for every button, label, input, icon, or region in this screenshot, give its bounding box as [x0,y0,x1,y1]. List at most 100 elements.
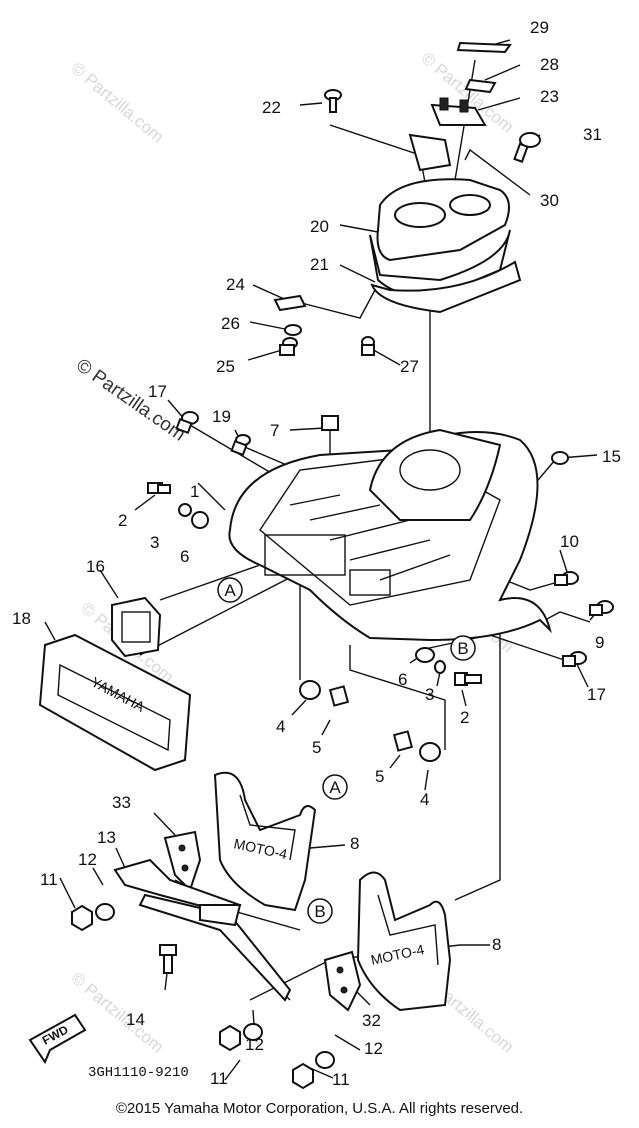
front-fender [228,428,552,642]
diagram-code: 3GH1110-9210 [88,1065,189,1081]
callout-7: 7 [270,421,279,440]
callout-12b: 12 [245,1035,264,1054]
screw-27 [361,336,375,356]
nut-11c [292,1062,314,1090]
callout-5b: 5 [375,767,384,786]
ref-markers: A B A B [217,577,476,924]
watermark-dark: © Partzilla.com [72,355,189,446]
bolt-19 [230,434,251,457]
callout-21: 21 [310,255,329,274]
ref-marker-a2: A [322,774,348,800]
callout-3a: 3 [150,533,159,552]
fasteners-lower [71,903,335,1090]
nut-11b [219,1024,241,1052]
callout-8a: 8 [350,834,359,853]
callout-2a: 2 [118,511,127,530]
grommet-4a [299,680,321,700]
bolt-2a [147,482,171,494]
rubber-seal [370,260,522,314]
washer-6a [191,511,209,529]
mud-flap-8b: MOTO-4 [356,871,452,1012]
bolt-17a [175,411,199,435]
copyright-notice: ©2015 Yamaha Motor Corporation, U.S.A. A… [115,1100,524,1117]
callout-26: 26 [221,314,240,333]
washer-26 [284,324,302,336]
callout-29: 29 [530,18,549,37]
top-cover-assembly [369,41,522,314]
callout-25: 25 [216,357,235,376]
callout-3b: 3 [425,685,434,704]
fasteners-upper [147,89,614,686]
callout-11a: 11 [40,870,58,889]
nut-11a [71,904,93,932]
callout-4a: 4 [276,717,285,736]
bolt-9 [589,600,614,616]
nut-7 [321,415,339,431]
mud-flap-8a: MOTO-4 [213,771,317,912]
callout-19: 19 [212,407,231,426]
callout-30: 30 [540,191,559,210]
callout-13: 13 [97,828,116,847]
callout-27: 27 [400,357,419,376]
callout-33: 33 [112,793,131,812]
washer-12a [95,903,115,921]
stay [408,133,452,172]
callout-5a: 5 [312,738,321,757]
screw-22 [324,89,342,113]
callout-23: 23 [540,87,559,106]
bracket-33 [163,830,202,892]
collar-5a [328,685,350,707]
callout-2b: 2 [460,708,469,727]
fwd-arrow-icon: FWD [28,1013,87,1065]
callout-31: 31 [583,125,602,144]
ref-marker-b1: B [450,635,476,661]
washer-3a [178,503,192,517]
callout-22: 22 [262,98,281,117]
watermark: © Partzilla.com [67,59,167,147]
callout-11c: 11 [332,1070,350,1089]
bracket-arm [138,893,292,1002]
ref-marker-a1: A [217,577,243,603]
washer-12c [315,1051,335,1069]
callout-6a: 6 [180,547,189,566]
callout-16: 16 [86,557,105,576]
callout-6b: 6 [398,670,407,689]
callout-12a: 12 [78,850,97,869]
ref-label: B [314,902,325,921]
callout-9: 9 [595,633,604,652]
callout-12c: 12 [364,1039,383,1058]
grommet-4b [419,742,441,762]
bracket-32 [323,950,362,1012]
fender-center-cover [368,428,502,521]
callout-17a: 17 [148,382,167,401]
bolt-2b [454,672,482,686]
reflector-16 [111,596,162,658]
callout-32: 32 [362,1011,381,1030]
clip [464,78,497,94]
ref-marker-b2: B [307,898,333,924]
bolt-15 [551,451,569,465]
callout-8b: 8 [492,935,501,954]
callout-28: 28 [540,55,559,74]
grommets [299,680,441,762]
callout-14: 14 [126,1010,145,1029]
callout-11b: 11 [210,1069,228,1088]
bolt-10 [554,571,579,586]
callout-18: 18 [12,609,31,628]
ref-label: B [457,639,468,658]
washer-6b [415,647,435,663]
bolt-14 [159,944,177,974]
screw-25 [279,337,298,356]
washer-3b [434,660,446,674]
callout-10: 10 [560,532,579,551]
callout-20: 20 [310,217,329,236]
collar-5b [392,730,414,752]
callout-1: 1 [190,482,199,501]
callout-15: 15 [602,447,621,466]
watermark: © Partzilla.com [67,969,167,1057]
callout-17b: 17 [587,685,606,704]
cover-plate [456,41,512,54]
ref-label: A [224,581,236,600]
callouts: 29 28 23 22 31 30 20 21 24 26 25 27 17 1… [12,18,621,1089]
